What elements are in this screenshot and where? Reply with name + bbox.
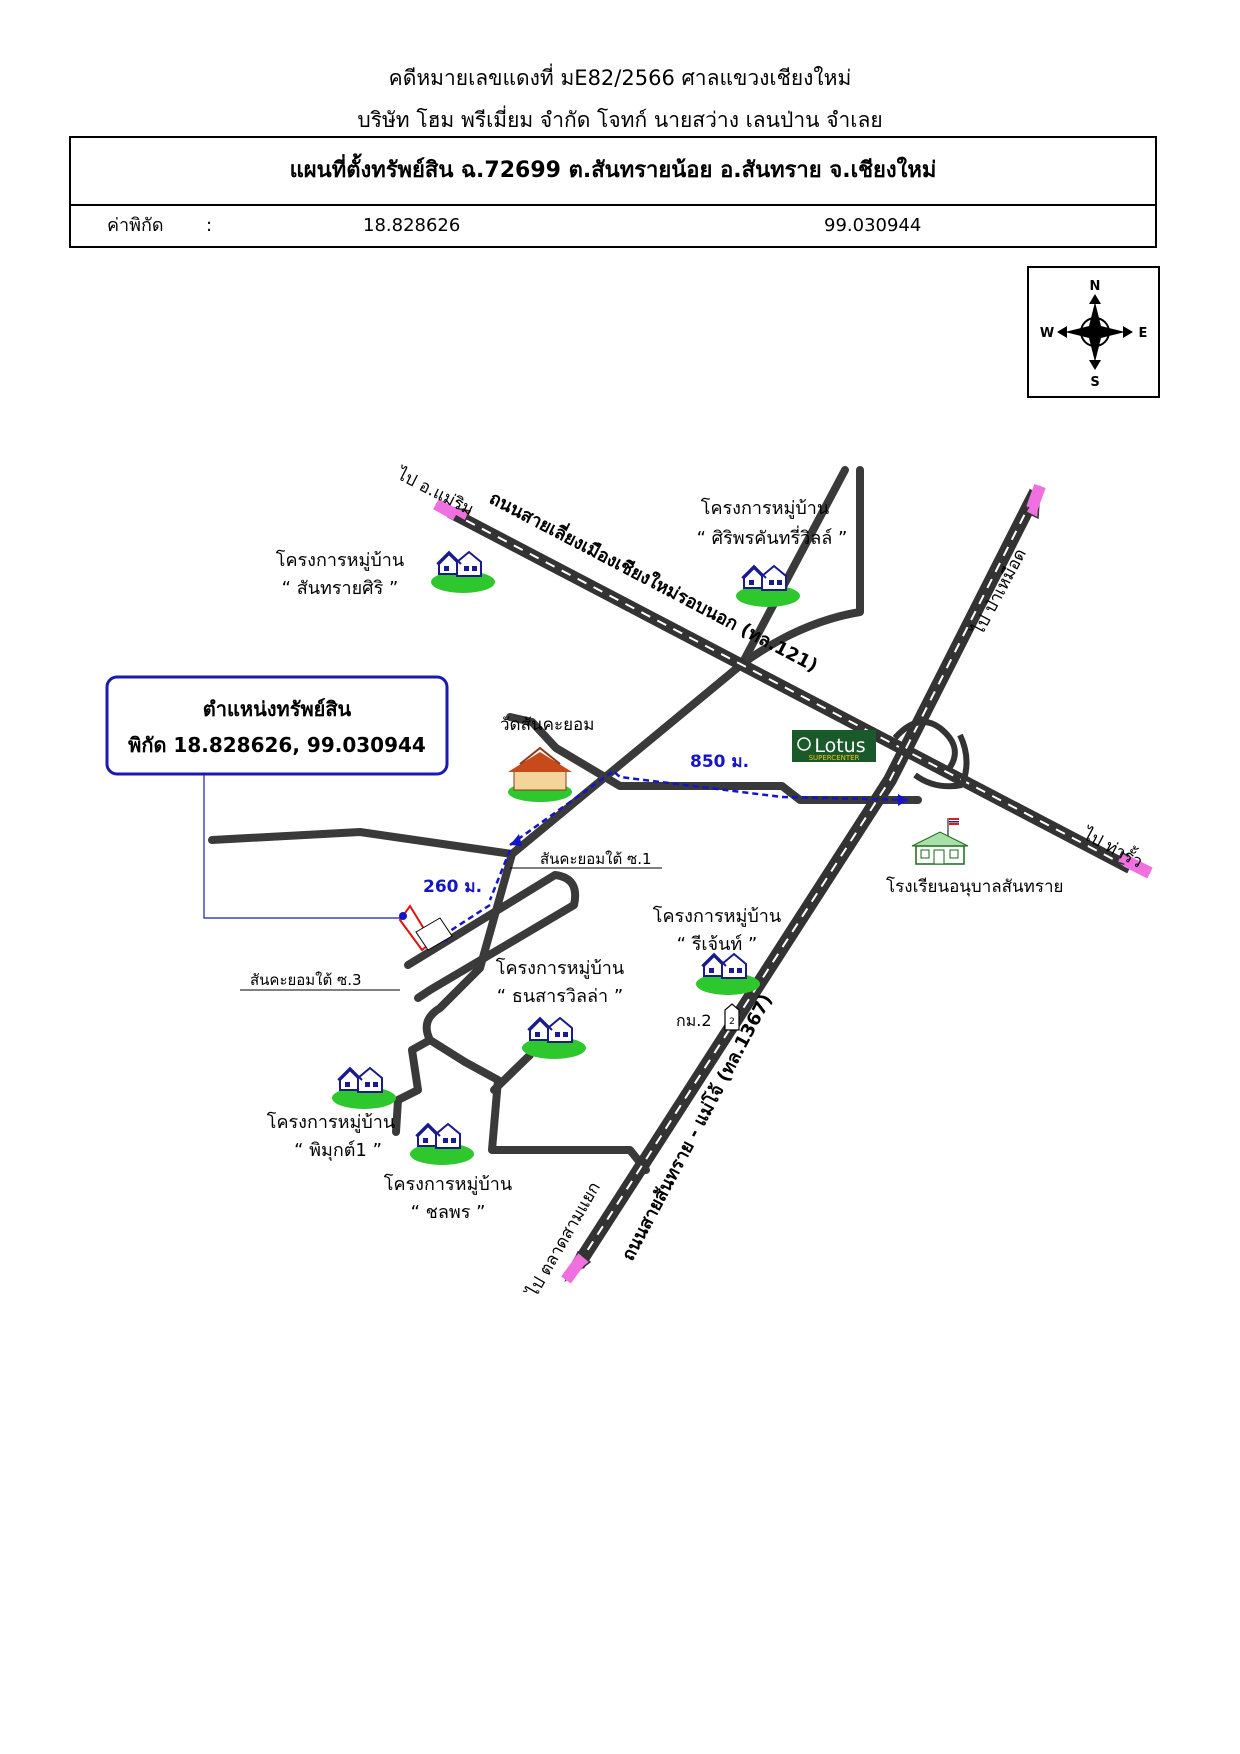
compass-west: W xyxy=(1040,326,1054,341)
village-santhraisiri: โครงการหมู่บ้าน “ สันทรายศิริ ” xyxy=(276,549,496,599)
arrow-to-tharua xyxy=(1115,850,1153,879)
arrow-to-talat xyxy=(561,1250,592,1284)
direction-arrows xyxy=(433,483,1153,1284)
km-marker-label: กม.2 xyxy=(676,1011,712,1030)
distance-260: 260 ม. xyxy=(423,877,482,897)
village-pimuk1: โครงการหมู่บ้าน “ พิมุกต์1 ” xyxy=(267,1067,397,1161)
lotus-main-text: Lotus xyxy=(814,735,865,757)
compass-south: S xyxy=(1090,375,1099,390)
coordinate-label: ค่าพิกัด xyxy=(107,215,164,236)
village-prefix: โครงการหมู่บ้าน xyxy=(496,957,624,979)
sansai-highway xyxy=(572,488,1043,1269)
soi3-label-group: สันคะยอมใต้ ซ.3 xyxy=(240,971,400,991)
village-chonlaporn: โครงการหมู่บ้าน “ ชลพร ” xyxy=(384,1123,512,1223)
village-thanasarn: โครงการหมู่บ้าน “ ธนสารวิลล่า ” xyxy=(496,957,624,1060)
village-name: “ พิมุกต์1 ” xyxy=(294,1140,382,1161)
village-name: “ ศิริพรคันทรี่วิลล์ ” xyxy=(697,525,848,549)
to-maerim-label: ไป อ.แม่ริม xyxy=(392,463,477,520)
distance-850: 850 ม. xyxy=(690,752,749,772)
longitude-value: 99.030944 xyxy=(824,215,922,236)
compass-rose: N S E W xyxy=(1027,266,1160,398)
lotus-supercenter-logo: Lotus SUPERCENTER xyxy=(792,730,876,762)
soi1-label: สันคะยอมใต้ ซ.1 xyxy=(540,850,652,868)
map-title: แผนที่ตั้งทรัพย์สิน ฉ.72699 ต.สันทรายน้อ… xyxy=(71,138,1155,206)
school-label: โรงเรียนอนุบาลสันทราย xyxy=(886,876,1064,897)
village-prefix: โครงการหมู่บ้าน xyxy=(384,1173,512,1195)
info-box: แผนที่ตั้งทรัพย์สิน ฉ.72699 ต.สันทรายน้อ… xyxy=(69,136,1157,248)
callout-title: ตำแหน่งทรัพย์สิน xyxy=(203,697,352,721)
callout-coordinates: พิกัด 18.828626, 99.030944 xyxy=(128,733,426,757)
compass-east: E xyxy=(1139,326,1148,341)
temple-icon xyxy=(508,746,572,802)
sansai-road-label: ถนนสายสันทราย - แม่โจ้ (ทล.1367) xyxy=(617,990,777,1264)
temple-label: วัดสันคะยอม xyxy=(500,715,594,735)
village-name: “ ชลพร ” xyxy=(411,1202,486,1223)
case-number-line: คดีหมายเลขแดงที่ มE82/2566 ศาลแขวงเชียงใ… xyxy=(388,66,852,90)
property-callout: ตำแหน่งทรัพย์สิน พิกัด 18.828626, 99.030… xyxy=(105,675,449,919)
lotus-sub-text: SUPERCENTER xyxy=(809,754,860,762)
property-parcel xyxy=(398,904,453,952)
km-post-number: 2 xyxy=(729,1017,735,1027)
village-name: “ ธนสารวิลล่า ” xyxy=(497,986,623,1007)
village-siriporn: โครงการหมู่บ้าน “ ศิริพรคันทรี่วิลล์ ” xyxy=(697,497,848,608)
ring-road xyxy=(447,506,1133,874)
village-prefix: โครงการหมู่บ้าน xyxy=(701,497,829,519)
village-prefix: โครงการหมู่บ้าน xyxy=(276,549,404,571)
village-name: “ รีเจ้นท์ ” xyxy=(677,934,758,955)
latitude-value: 18.828626 xyxy=(363,215,461,236)
village-prefix: โครงการหมู่บ้าน xyxy=(267,1111,395,1133)
school-icon xyxy=(911,818,969,865)
village-prefix: โครงการหมู่บ้าน xyxy=(653,905,781,927)
local-roads xyxy=(208,466,922,1174)
arrow-to-paphueat xyxy=(1024,483,1046,520)
coordinate-separator: : xyxy=(206,215,213,236)
soi3-label: สันคะยอมใต้ ซ.3 xyxy=(250,971,362,989)
village-name: “ สันทรายศิริ ” xyxy=(282,578,399,599)
village-regent: โครงการหมู่บ้าน “ รีเจ้นท์ ” xyxy=(653,905,781,996)
parties-line: บริษัท โฮม พรีเมี่ยม จำกัด โจทก์ นายสว่า… xyxy=(357,108,883,132)
km-post-icon: 2 xyxy=(724,1003,740,1031)
compass-north: N xyxy=(1090,279,1101,294)
soi1-label-group: สันคะยอมใต้ ซ.1 xyxy=(510,850,662,869)
interchange-ramps xyxy=(892,718,970,790)
arrow-to-maerim xyxy=(433,498,472,523)
